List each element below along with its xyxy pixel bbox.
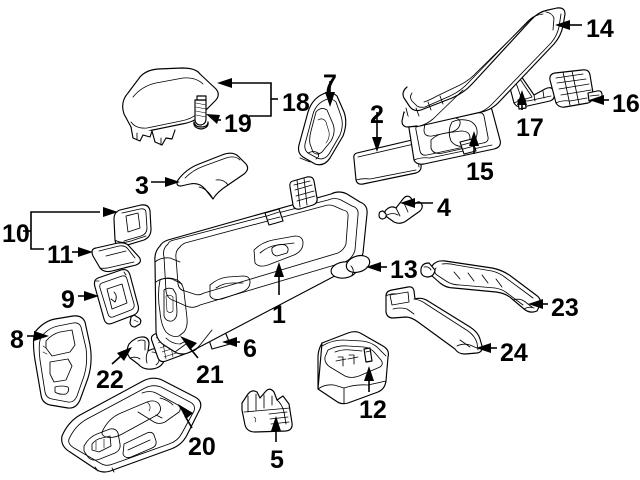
- leader-10: [23, 207, 118, 250]
- part-console-trim-strip: [176, 152, 249, 200]
- callout-24[interactable]: 24: [500, 339, 528, 367]
- part-console-cross-brace: [385, 286, 483, 355]
- callout-16[interactable]: 16: [612, 90, 640, 118]
- leader-24: [476, 343, 497, 353]
- leader-1: [274, 262, 284, 295]
- callout-21[interactable]: 21: [196, 361, 224, 389]
- part-console-storage-box: [317, 331, 390, 405]
- callout-23[interactable]: 23: [551, 294, 579, 322]
- leader-9: [78, 291, 99, 301]
- callout-14[interactable]: 14: [586, 15, 614, 43]
- callout-10[interactable]: 10: [2, 220, 30, 248]
- leader-17: [517, 90, 527, 110]
- leader-15: [469, 131, 479, 154]
- callout-15[interactable]: 15: [466, 158, 494, 186]
- part-console-reinforcement-rail: [420, 260, 542, 313]
- leader-8: [27, 331, 49, 341]
- leader-4: [400, 198, 433, 208]
- part-console-side-garnish: [297, 91, 347, 166]
- leader-21: [180, 336, 199, 359]
- part-grommet-plug-pair: [330, 254, 371, 279]
- callout-18[interactable]: 18: [282, 89, 310, 117]
- part-console-bracket-frame: [93, 268, 142, 328]
- callout-1[interactable]: 1: [272, 301, 286, 329]
- callout-17[interactable]: 17: [516, 114, 544, 142]
- leader-7: [325, 81, 335, 107]
- part-cup-holder-insert: [113, 204, 152, 247]
- part-armrest-assembly: [122, 67, 219, 146]
- callout-8[interactable]: 8: [10, 326, 24, 354]
- part-console-lid-panel: [353, 139, 422, 185]
- leader-2: [372, 112, 382, 152]
- leader-14: [555, 20, 582, 30]
- callout-9[interactable]: 9: [61, 286, 75, 314]
- callout-7[interactable]: 7: [323, 70, 337, 98]
- callout-5[interactable]: 5: [270, 446, 284, 474]
- callout-12[interactable]: 12: [359, 396, 387, 424]
- callout-22[interactable]: 22: [96, 366, 124, 394]
- part-center-console-body: [154, 176, 368, 355]
- part-rear-console-bracket: [241, 388, 293, 433]
- leader-3: [151, 177, 180, 187]
- part-console-side-rail-right: [549, 69, 603, 108]
- part-small-bracket-clip: [378, 195, 423, 224]
- callout-20[interactable]: 20: [188, 433, 216, 461]
- leader-23: [528, 299, 548, 309]
- part-console-side-cover-left: [32, 315, 92, 409]
- callout-2[interactable]: 2: [370, 101, 384, 129]
- leader-16: [589, 95, 609, 105]
- leader-6: [222, 337, 240, 347]
- callout-19[interactable]: 19: [224, 110, 252, 138]
- part-rear-console-trim-panel: [61, 377, 202, 473]
- callout-3[interactable]: 3: [135, 172, 149, 200]
- part-cup-holder-lid: [91, 242, 142, 273]
- part-armrest-screw: [193, 95, 209, 130]
- leader-20: [178, 404, 193, 429]
- part-upper-console-trim-panel: [401, 7, 566, 128]
- callout-6[interactable]: 6: [243, 335, 257, 363]
- leader-5: [271, 416, 281, 442]
- leader-18: [217, 78, 278, 117]
- leader-22: [111, 347, 132, 365]
- callout-4[interactable]: 4: [437, 194, 451, 222]
- callout-11[interactable]: 11: [47, 241, 74, 269]
- leader-19: [206, 114, 221, 124]
- callout-13[interactable]: 13: [390, 256, 418, 284]
- leader-11: [72, 247, 93, 257]
- leader-13: [366, 262, 387, 272]
- leader-12: [364, 366, 374, 392]
